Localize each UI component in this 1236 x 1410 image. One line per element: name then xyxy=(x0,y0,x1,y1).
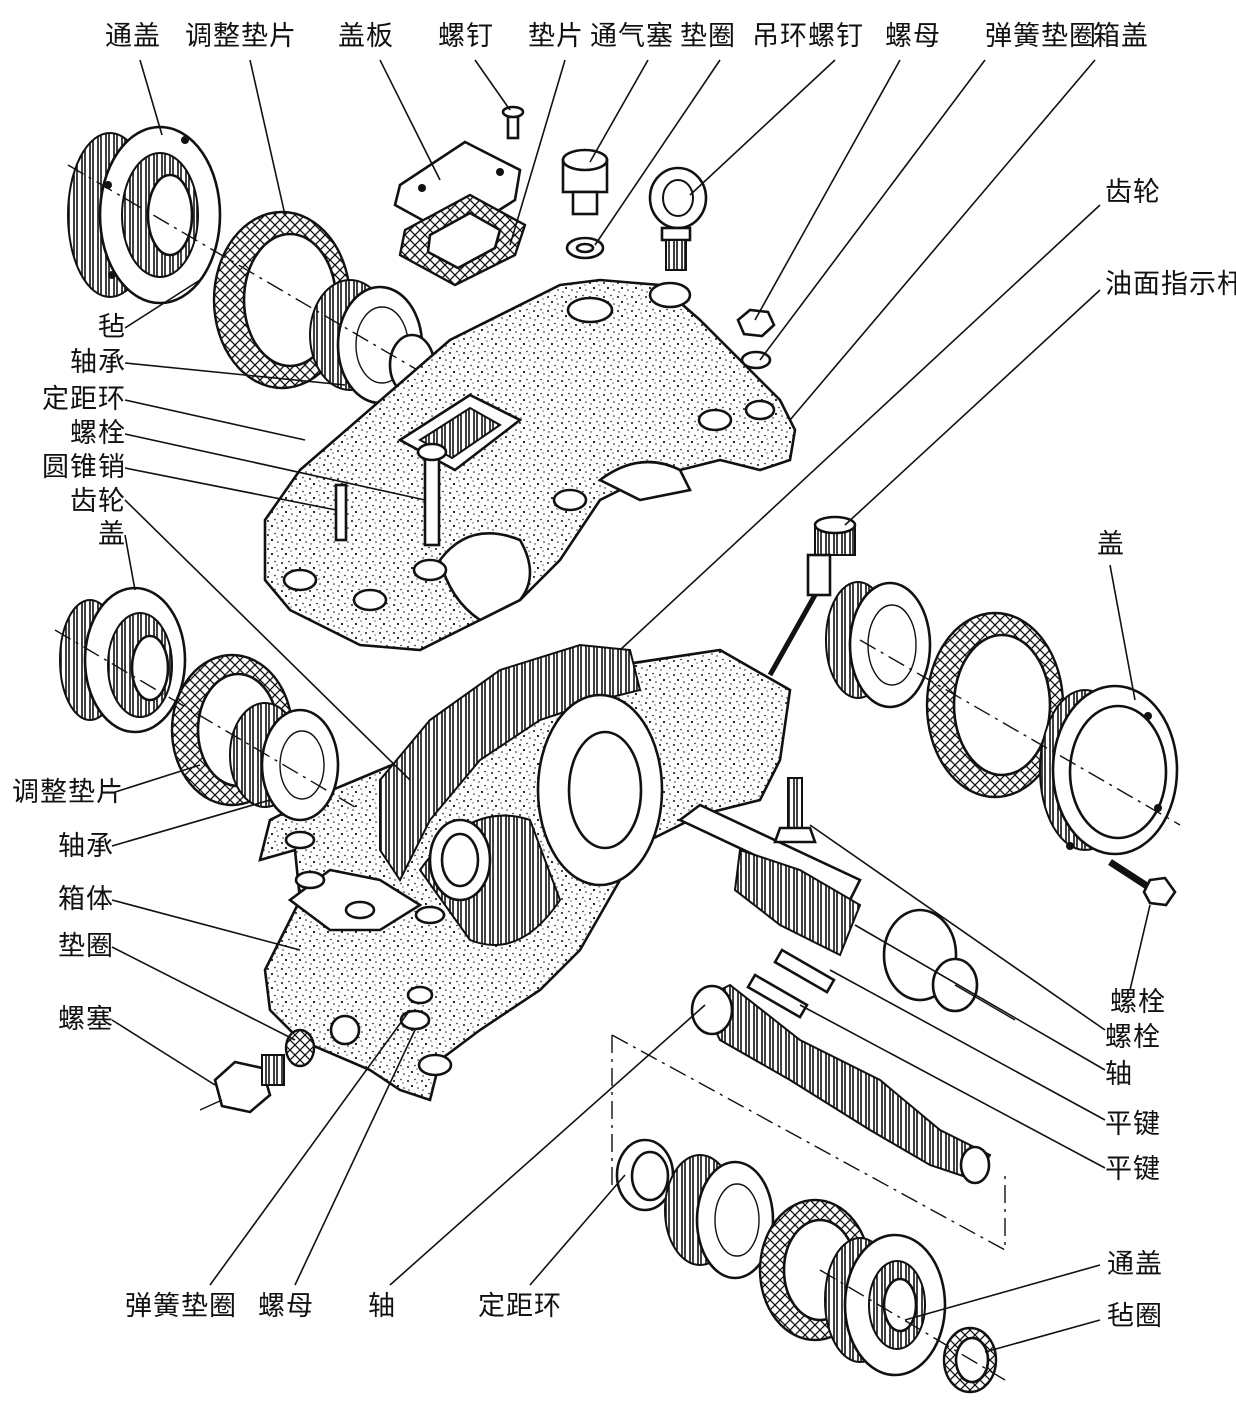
bolt-body-right xyxy=(773,777,817,844)
drain-plug xyxy=(199,1028,316,1114)
label-top-washer: 垫圈 xyxy=(680,21,736,52)
top-left-bearing xyxy=(309,279,436,405)
box-cover xyxy=(263,278,797,652)
label-key-2: 平键 xyxy=(1105,1154,1161,1185)
label-washer-left-bottom: 垫圈 xyxy=(58,931,114,962)
label-screw: 螺钉 xyxy=(438,21,494,52)
cover-left-bottom xyxy=(59,586,187,734)
label-shaft-right: 轴 xyxy=(1105,1059,1133,1090)
through-cover-bottom xyxy=(824,1233,947,1377)
right-cover xyxy=(1039,684,1179,856)
label-vent-plug: 通气塞 xyxy=(590,21,674,52)
label-bearing-left-top: 轴承 xyxy=(70,347,126,378)
label-top-spring-washer: 弹簧垫圈 xyxy=(985,21,1097,52)
label-right-cover: 盖 xyxy=(1097,529,1125,560)
label-spacer-bottom: 定距环 xyxy=(478,1291,562,1322)
label-nut-bottom: 螺母 xyxy=(258,1291,314,1322)
label-bolt-right-2: 螺栓 xyxy=(1105,1022,1161,1053)
label-top-left-cover: 通盖 xyxy=(105,21,161,52)
right-shim xyxy=(925,611,1065,799)
label-cover-plate: 盖板 xyxy=(338,21,394,52)
label-oil-dipstick: 油面指示杆 xyxy=(1105,269,1236,300)
top-left-through-cover xyxy=(67,125,222,305)
label-bearing-left-bottom: 轴承 xyxy=(58,831,114,862)
label-through-cover-bottom: 通盖 xyxy=(1107,1249,1163,1280)
right-bolt xyxy=(1108,859,1177,907)
bearing-bottom xyxy=(664,1154,775,1280)
label-eye-bolt: 吊环螺钉 xyxy=(752,21,864,52)
label-bolt-right-1: 螺栓 xyxy=(1110,987,1166,1018)
eye-bolt xyxy=(648,166,708,271)
label-bolt-left: 螺栓 xyxy=(70,418,126,449)
leader-lines xyxy=(111,59,1151,1353)
label-shaft-bottom: 轴 xyxy=(368,1291,396,1322)
label-top-gear: 齿轮 xyxy=(1105,177,1161,208)
large-gear xyxy=(379,643,664,946)
label-felt-ring-bottom: 毡圈 xyxy=(1107,1301,1163,1332)
label-top-nut: 螺母 xyxy=(885,21,941,52)
label-spacer-left: 定距环 xyxy=(42,384,126,415)
label-key-1: 平键 xyxy=(1105,1109,1161,1140)
label-gear-left: 齿轮 xyxy=(70,486,126,517)
label-shim-left-bottom: 调整垫片 xyxy=(12,777,124,808)
label-box-cover: 箱盖 xyxy=(1093,21,1149,52)
vent-plug-assembly xyxy=(561,148,609,260)
cover-plate-assembly xyxy=(393,105,527,287)
shaft-right xyxy=(677,803,1016,1021)
bearing-left-bottom xyxy=(229,702,340,822)
label-spring-washer-bottom: 弹簧垫圈 xyxy=(125,1291,237,1322)
label-taper-pin: 圆锥销 xyxy=(42,452,126,483)
label-cover-left: 盖 xyxy=(98,519,126,550)
label-felt-left: 毡 xyxy=(98,312,126,343)
keys xyxy=(746,948,836,1019)
label-top-shim: 调整垫片 xyxy=(185,21,297,52)
label-box-body: 箱体 xyxy=(58,884,114,915)
label-gasket: 垫片 xyxy=(528,21,584,52)
shaft-bottom xyxy=(690,983,992,1185)
oil-dipstick xyxy=(767,515,857,677)
label-drain-plug: 螺塞 xyxy=(58,1004,114,1035)
right-bearing xyxy=(825,581,932,709)
